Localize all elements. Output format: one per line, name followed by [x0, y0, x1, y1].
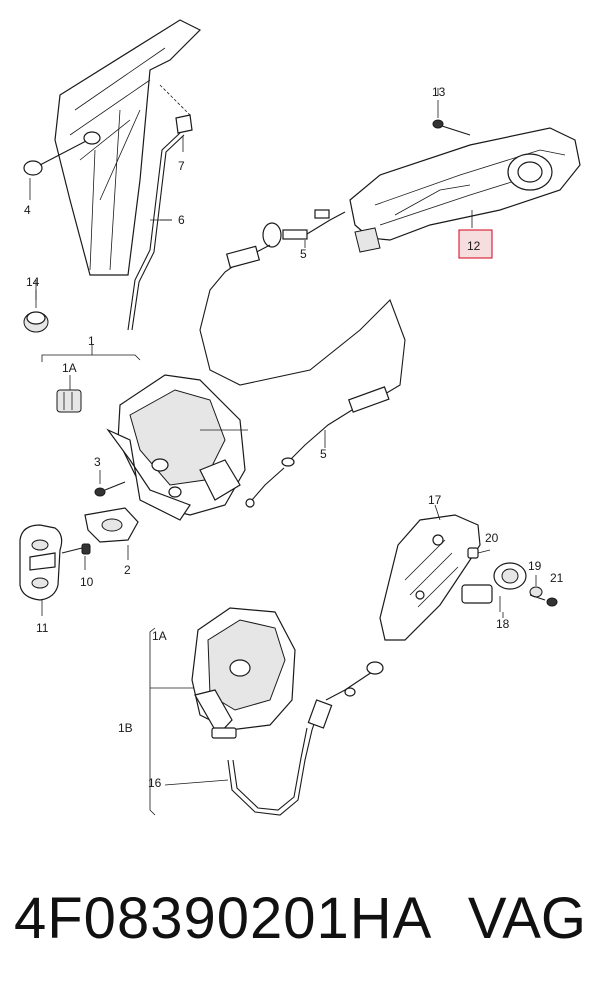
- leader-lines: [35, 88, 504, 618]
- part-5-cable-upper: [199, 209, 406, 401]
- callout-1a-lower: 1A: [152, 629, 167, 643]
- callout-4: 4: [24, 203, 31, 217]
- callout-3: 3: [94, 455, 101, 469]
- part-18-motor: [461, 562, 527, 612]
- callout-21: 21: [550, 571, 564, 585]
- callout-5-lower: 5: [320, 447, 327, 461]
- callout-12-highlight: 12: [458, 229, 493, 259]
- callout-7: 7: [178, 159, 185, 173]
- callout-19: 19: [528, 559, 542, 573]
- part-17-carrier-plate: [379, 504, 481, 641]
- footer: 4F08390201HA VAG: [0, 885, 600, 975]
- part-1a-actuator-small: [56, 375, 82, 413]
- door-frame: [54, 19, 202, 276]
- part-3-screw: [94, 470, 126, 497]
- part-11-striker-plate: [19, 524, 63, 616]
- part-7-clip: [159, 84, 193, 152]
- exploded-parts-diagram: 13 12 7 4 6 5 14 1 1A 5 3 17 20 19 21 2 …: [19, 19, 581, 816]
- callout-1b: 1B: [118, 721, 133, 735]
- callout-2: 2: [124, 563, 131, 577]
- part-4-plug: [23, 131, 101, 200]
- callout-20: 20: [485, 531, 499, 545]
- callout-18: 18: [496, 617, 510, 631]
- part-13-screw: [432, 100, 471, 136]
- part-20-pin: [467, 547, 491, 559]
- callout-10: 10: [80, 575, 94, 589]
- lock-assembly-lower: [149, 607, 384, 816]
- callout-6: 6: [178, 213, 185, 227]
- callout-11: 11: [36, 621, 49, 635]
- part-2-bracket: [84, 507, 139, 560]
- part-19-grommet: [529, 575, 543, 598]
- callout-13: 13: [432, 85, 446, 99]
- part-1-lock-assembly: [41, 345, 248, 521]
- part-number: 4F08390201HA: [14, 886, 433, 951]
- part-10-screw: [61, 543, 91, 570]
- callout-12: 12: [467, 239, 481, 253]
- callout-1a-upper: 1A: [62, 361, 77, 375]
- part-5-cable-lower: [245, 386, 390, 508]
- part-12-door-handle: [349, 127, 581, 253]
- callout-17: 17: [428, 493, 442, 507]
- part-21-screw: [529, 594, 558, 607]
- callout-16: 16: [148, 776, 162, 790]
- brand-name: VAG: [467, 886, 586, 951]
- callout-1: 1: [88, 334, 95, 348]
- callout-5-upper: 5: [300, 247, 307, 261]
- callout-14: 14: [26, 275, 40, 289]
